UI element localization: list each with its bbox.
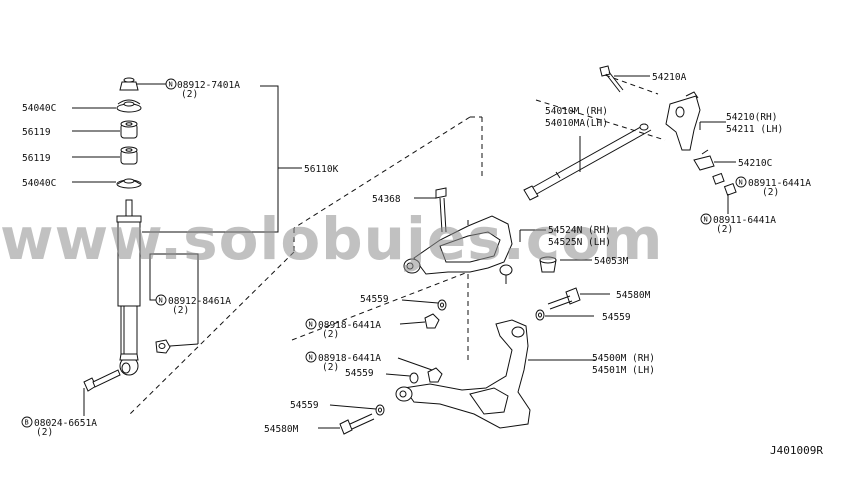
label-qty-c: (2) <box>36 427 53 438</box>
diagram-code: J401009R <box>770 444 823 457</box>
marker-b-1: B <box>25 419 29 427</box>
label-54210A: 54210A <box>652 72 687 83</box>
label-qty-b: (2) <box>172 305 189 316</box>
washer-54040C-top <box>116 99 142 113</box>
bolt-54580M-right <box>547 287 581 310</box>
marker-n-5: N <box>739 179 743 187</box>
label-qty-g: (2) <box>716 224 733 235</box>
bolt-08024-6651A <box>83 369 121 392</box>
label-54040C-top: 54040C <box>22 103 56 114</box>
label-56110K: 56110K <box>304 164 339 175</box>
nut-08911-a <box>712 172 725 185</box>
marker-n-3: N <box>309 321 313 329</box>
label-54500M: 54500M (RH) <box>592 353 655 364</box>
label-54524N: 54524N (RH) <box>548 225 611 236</box>
nut-08918-b <box>427 367 443 383</box>
shock-absorber <box>116 199 142 376</box>
bushing-56119-bottom <box>120 146 138 165</box>
label-54559-3: 54559 <box>290 400 319 411</box>
label-08912-7401A: 08912-7401A <box>177 80 240 91</box>
nut-top <box>119 77 139 91</box>
label-08911-6441A-2: 08911-6441A <box>713 215 776 226</box>
bolt-54580M-left <box>339 413 375 435</box>
washer-54559-b <box>409 372 419 384</box>
label-54368: 54368 <box>372 194 401 205</box>
label-54210: 54210(RH) <box>726 112 777 123</box>
lower-arm-54500M <box>395 319 596 429</box>
label-54525N: 54525N (LH) <box>548 237 611 248</box>
label-qty-f: (2) <box>762 187 779 198</box>
label-qty-e: (2) <box>322 362 339 373</box>
label-54040C-bottom: 54040C <box>22 178 56 189</box>
label-54211: 54211 (LH) <box>726 124 783 135</box>
washer-54040C-bottom <box>116 178 142 189</box>
assembly-outline <box>127 74 666 417</box>
label-54559-2: 54559 <box>345 368 374 379</box>
bolt-54210A <box>599 65 624 93</box>
retainer-54210C <box>693 149 715 171</box>
label-qty-a: (2) <box>181 89 198 100</box>
pivot-shaft-54010M <box>523 123 652 201</box>
label-54580M-2: 54580M <box>616 290 651 301</box>
marker-n-1: N <box>169 81 173 89</box>
label-56119-bottom: 56119 <box>22 153 51 164</box>
label-08912-8461A: 08912-8461A <box>168 296 231 307</box>
bushing-56119-top <box>120 120 138 139</box>
upper-arm-54524N <box>403 215 513 284</box>
label-54053M: 54053M <box>594 256 629 267</box>
label-08911-6441A-1: 08911-6441A <box>748 178 811 189</box>
bracket-54210 <box>665 91 701 151</box>
washer-54559-c <box>375 404 385 416</box>
label-54010M: 54010M (RH) <box>545 106 608 117</box>
marker-n-6: N <box>704 216 708 224</box>
marker-n-2: N <box>159 297 163 305</box>
label-56119-top: 56119 <box>22 127 51 138</box>
nut-08918-a <box>424 313 440 329</box>
label-54559-1: 54559 <box>360 294 389 305</box>
nut-08911-b <box>723 182 737 196</box>
label-08024-6651A: 08024-6651A <box>34 418 97 429</box>
bump-stop-54053M <box>539 256 557 273</box>
watermark-text: www.solobujes.com <box>0 205 663 273</box>
washer-54559-a <box>437 299 447 311</box>
label-08918-6441A-1: 08918-6441A <box>318 320 381 331</box>
label-54010MA: 54010MA(LH) <box>545 118 608 129</box>
label-54210C: 54210C <box>738 158 772 169</box>
label-54580M-1: 54580M <box>264 424 299 435</box>
nut-08912-8461A <box>155 339 171 354</box>
label-qty-d: (2) <box>322 329 339 340</box>
washer-54559-right <box>535 309 545 321</box>
label-08918-6441A-2: 08918-6441A <box>318 353 381 364</box>
label-54559-4: 54559 <box>602 312 631 323</box>
label-54501M: 54501M (LH) <box>592 365 655 376</box>
marker-n-4: N <box>309 354 313 362</box>
bolt-54368 <box>435 187 447 233</box>
